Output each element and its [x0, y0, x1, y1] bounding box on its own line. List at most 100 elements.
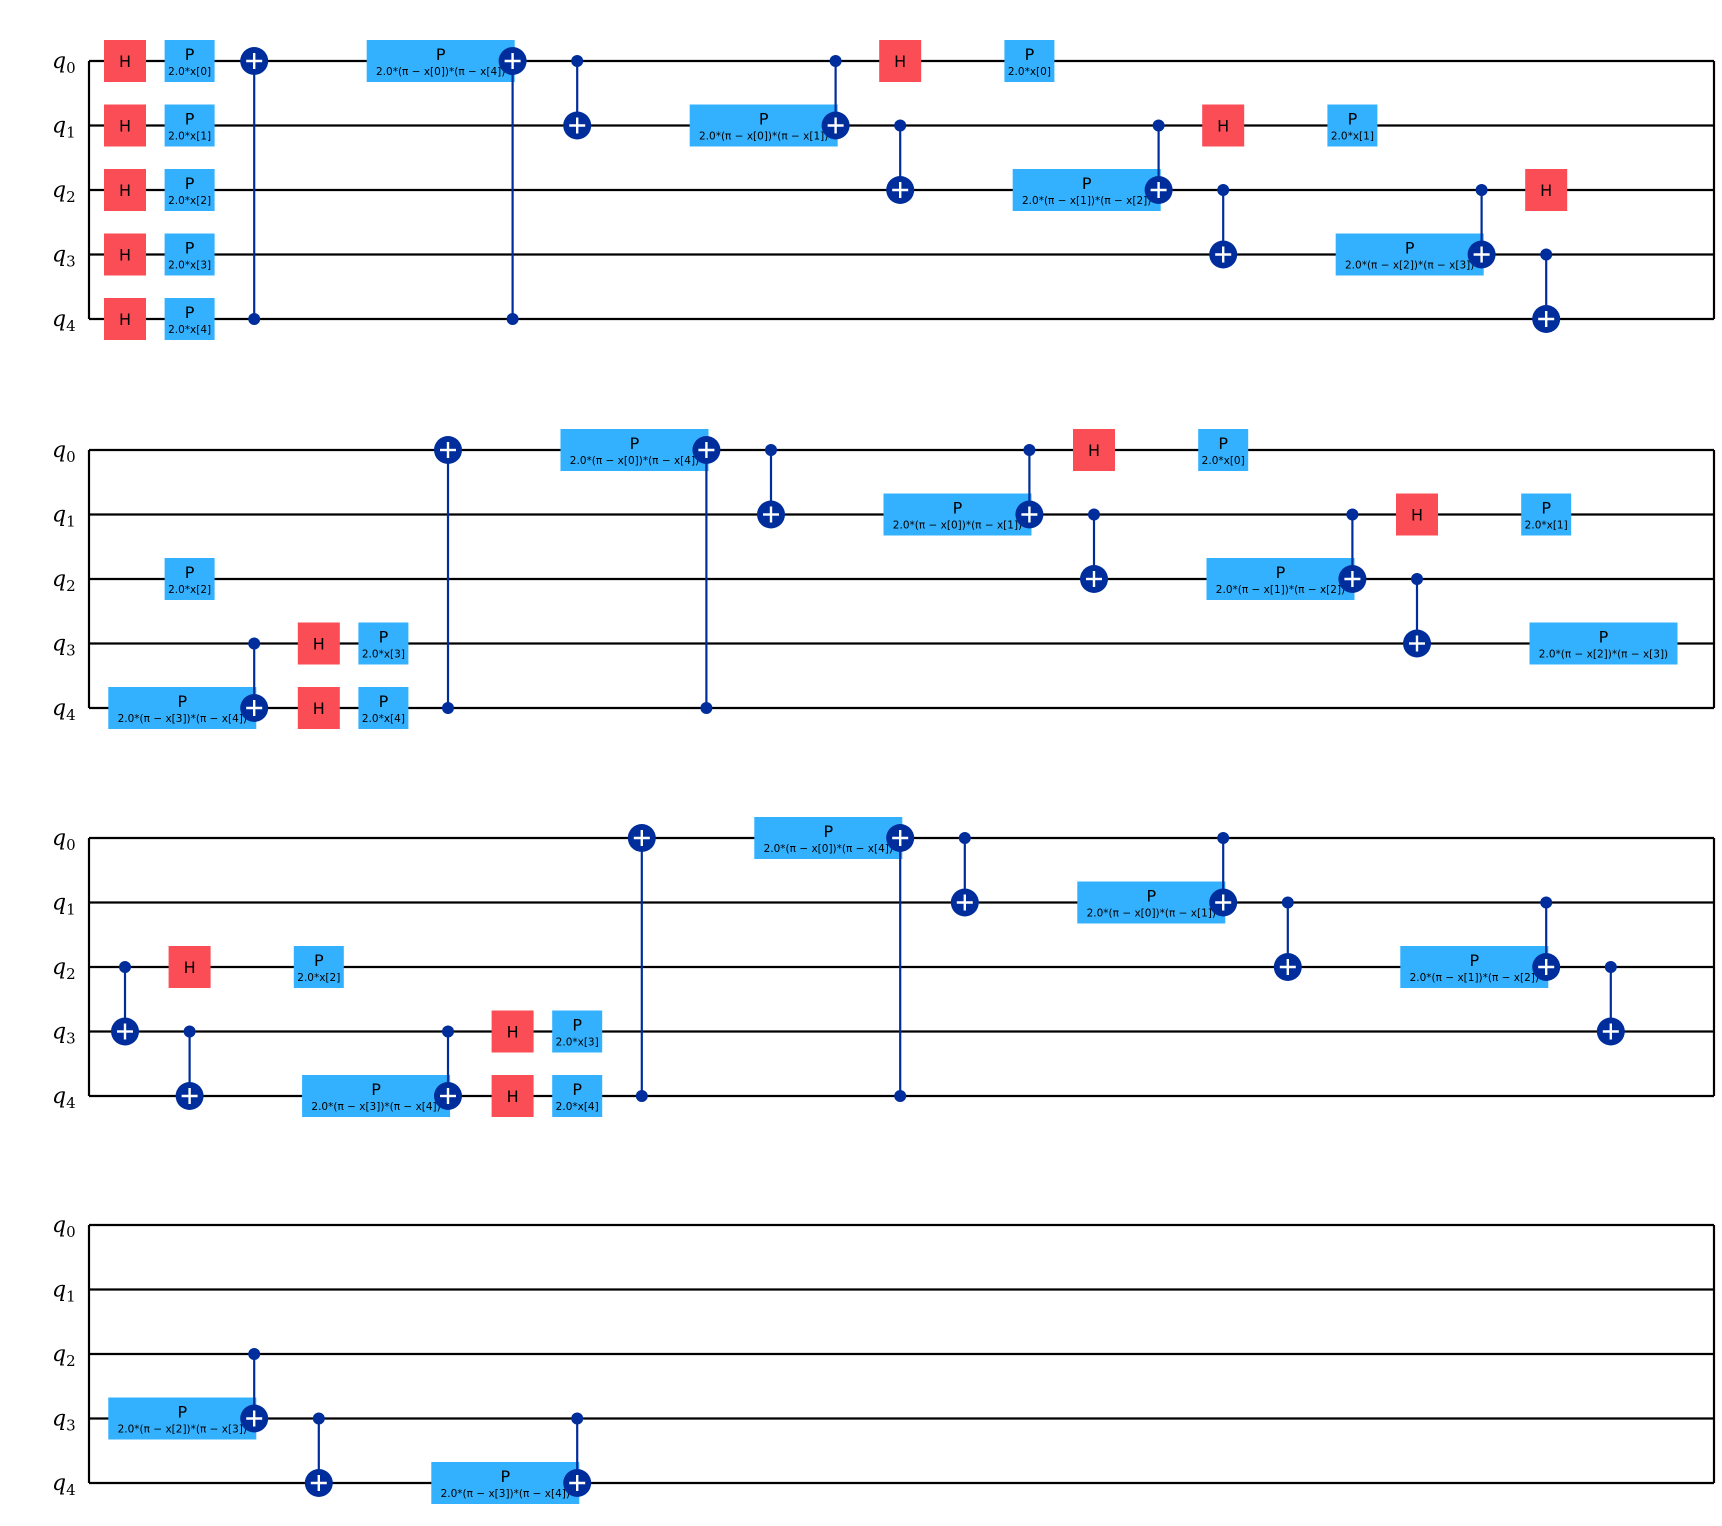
p-gate: [293, 946, 344, 988]
p-gate-param: 2.0*x[4]: [556, 1101, 599, 1113]
p-gate: [108, 687, 257, 729]
cx-control-dot: [1281, 896, 1294, 909]
p-gate: [1004, 40, 1055, 82]
h-gate-label: H: [1540, 181, 1552, 200]
cx-control-dot: [1540, 248, 1553, 261]
p-gate-param: 2.0*x[1]: [1331, 131, 1374, 143]
h-gate-label: H: [1217, 117, 1229, 136]
p-gate-param: 2.0*(π − x[0])*(π − x[1]): [1087, 908, 1216, 920]
p-gate-label: P: [500, 1467, 510, 1486]
p-gate-label: P: [177, 692, 187, 711]
p-gate-label: P: [630, 434, 640, 453]
h-gate: [1073, 429, 1115, 471]
cx-control-dot: [571, 1412, 584, 1425]
qubit-label: q2: [52, 955, 76, 983]
p-gate-label: P: [823, 822, 833, 841]
p-gate: [358, 622, 409, 665]
qubit-label: q4: [52, 1471, 76, 1499]
qubit-label: q1: [52, 114, 76, 142]
p-gate-label: P: [177, 1403, 187, 1422]
h-gate-label: H: [184, 958, 196, 977]
h-gate: [104, 298, 146, 340]
p-gate: [358, 687, 409, 729]
cx-control-dot: [1152, 119, 1165, 132]
p-gate: [1077, 881, 1226, 924]
p-gate: [164, 40, 215, 82]
h-gate: [297, 622, 340, 665]
qubit-label: q1: [52, 1278, 76, 1306]
p-gate-param: 2.0*x[3]: [362, 649, 405, 661]
h-gate: [104, 40, 146, 82]
p-gate: [431, 1462, 580, 1504]
cx-control-dot: [442, 702, 454, 714]
p-gate: [1400, 946, 1549, 988]
p-gate-label: P: [1348, 110, 1358, 129]
cx-control-dot: [442, 1025, 454, 1038]
p-gate-param: 2.0*(π − x[0])*(π − x[4]): [764, 843, 893, 855]
cx-control-dot: [829, 55, 842, 67]
h-gate-label: H: [1411, 506, 1423, 525]
p-gate-param: 2.0*(π − x[0])*(π − x[1]): [699, 131, 828, 143]
cx-control-dot: [571, 55, 584, 67]
h-gate-label: H: [119, 52, 131, 71]
qubit-label: q2: [52, 178, 76, 206]
p-gate-param: 2.0*(π − x[0])*(π − x[4]): [570, 455, 699, 467]
p-gate: [1012, 169, 1161, 211]
cx-control-dot: [1217, 832, 1230, 844]
p-gate-label: P: [1218, 434, 1228, 453]
cx-control-dot: [119, 961, 131, 973]
p-gate-param: 2.0*x[0]: [1202, 455, 1245, 467]
p-gate-label: P: [1469, 951, 1479, 970]
p-gate: [164, 558, 215, 600]
p-gate: [560, 429, 709, 471]
qubit-label: q0: [52, 826, 76, 854]
p-gate-param: 2.0*(π − x[3])*(π − x[4]): [311, 1101, 440, 1113]
qubit-label: q3: [52, 632, 76, 660]
p-gate-param: 2.0*x[3]: [168, 260, 211, 272]
cx-control-dot: [506, 313, 519, 325]
qubit-label: q2: [52, 567, 76, 595]
p-gate-label: P: [185, 174, 195, 193]
p-gate: [552, 1075, 603, 1117]
cx-control-dot: [894, 119, 907, 132]
h-gate-label: H: [507, 1087, 519, 1106]
p-gate: [1521, 493, 1572, 536]
cx-control-dot: [635, 1090, 648, 1102]
p-gate: [302, 1075, 451, 1117]
cx-control-dot: [765, 444, 777, 456]
h-gate-label: H: [313, 699, 325, 718]
circuit-row-0: q0q1q2q3q4HHHHHP2.0*x[0]P2.0*x[1]P2.0*x[…: [52, 40, 1716, 340]
cx-control-dot: [700, 702, 713, 714]
p-gate: [1206, 558, 1355, 600]
p-gate-label: P: [371, 1080, 381, 1099]
cx-control-dot: [248, 1348, 261, 1360]
h-gate-label: H: [119, 310, 131, 329]
p-gate-label: P: [1276, 563, 1286, 582]
p-gate-param: 2.0*x[3]: [556, 1037, 599, 1049]
p-gate-label: P: [572, 1016, 582, 1035]
cx-control-dot: [1604, 961, 1617, 973]
p-gate-param: 2.0*(π − x[0])*(π − x[4]): [376, 66, 505, 78]
p-gate-label: P: [185, 110, 195, 129]
qubit-label: q2: [52, 1342, 76, 1370]
qubit-label: q3: [52, 1407, 76, 1435]
p-gate: [1529, 622, 1678, 665]
p-gate-label: P: [379, 628, 389, 647]
cx-control-dot: [1346, 508, 1359, 521]
p-gate: [689, 104, 838, 147]
p-gate: [1335, 233, 1484, 276]
p-gate-param: 2.0*x[1]: [1525, 520, 1568, 532]
p-gate-label: P: [1025, 45, 1035, 64]
p-gate: [366, 40, 515, 82]
p-gate-param: 2.0*(π − x[2])*(π − x[3]): [1345, 260, 1474, 272]
p-gate-param: 2.0*x[0]: [168, 66, 211, 78]
h-gate: [1525, 169, 1568, 211]
p-gate: [1198, 429, 1249, 471]
cx-control-dot: [248, 637, 261, 650]
p-gate-param: 2.0*x[4]: [168, 324, 211, 336]
p-gate-param: 2.0*(π − x[3])*(π − x[4]): [441, 1488, 570, 1500]
h-gate-label: H: [1088, 441, 1100, 460]
qubit-label: q3: [52, 243, 76, 271]
p-gate-label: P: [1146, 887, 1156, 906]
